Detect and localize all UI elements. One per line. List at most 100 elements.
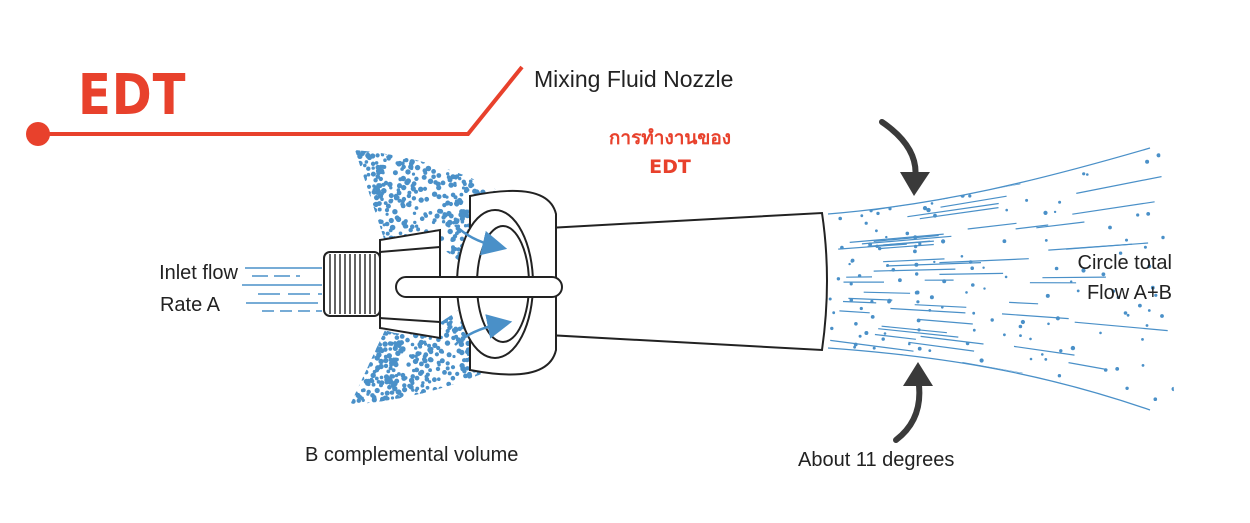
fluid-dot xyxy=(537,374,542,379)
fluid-dot xyxy=(359,182,363,187)
fluid-dot xyxy=(527,167,531,171)
spray-droplet xyxy=(972,311,976,315)
fluid-dot xyxy=(444,332,450,338)
fluid-dot xyxy=(343,361,347,365)
fluid-dot xyxy=(353,380,357,384)
fluid-dot xyxy=(365,357,370,362)
fluid-dot xyxy=(520,170,526,176)
fluid-dot xyxy=(415,357,419,362)
fluid-dot xyxy=(558,357,560,362)
fluid-dot xyxy=(459,192,464,197)
fluid-dot xyxy=(562,359,567,364)
fluid-dot xyxy=(403,376,408,380)
fluid-dot xyxy=(369,354,374,359)
fluid-dot xyxy=(402,406,407,411)
fluid-dot xyxy=(431,169,436,174)
fluid-dot xyxy=(362,405,365,408)
fluid-dot xyxy=(398,177,403,182)
fluid-dot xyxy=(493,167,498,172)
fluid-dot xyxy=(501,394,506,399)
fluid-dot xyxy=(523,392,528,397)
fluid-dot xyxy=(450,249,456,255)
fluid-dot xyxy=(410,224,415,229)
fluid-dot xyxy=(536,397,542,403)
fluid-dot xyxy=(379,375,384,380)
spray-streak xyxy=(1015,224,1049,230)
fluid-dot xyxy=(350,317,355,322)
spray-droplet xyxy=(930,202,934,205)
fluid-dot xyxy=(349,222,354,227)
spray-streak xyxy=(873,268,956,272)
fluid-dot xyxy=(497,395,503,400)
fluid-dot xyxy=(507,179,512,184)
fluid-dot xyxy=(545,158,550,163)
edt-logo: EDT xyxy=(78,63,187,128)
fluid-dot xyxy=(344,346,348,350)
fluid-dot xyxy=(363,327,367,331)
spray-droplet xyxy=(1078,124,1081,127)
fluid-dot xyxy=(408,200,412,204)
spray-droplet xyxy=(928,349,932,352)
fluid-dot xyxy=(484,394,490,400)
fluid-dot xyxy=(503,407,507,411)
fluid-dot xyxy=(536,380,541,385)
fluid-dot xyxy=(408,403,413,405)
fluid-dot xyxy=(381,188,387,194)
spray-streak xyxy=(861,235,952,245)
fluid-dot xyxy=(350,390,357,396)
fluid-dot xyxy=(515,387,519,392)
fluid-dot xyxy=(562,351,567,356)
fluid-dot xyxy=(383,201,388,206)
fluid-dot xyxy=(400,152,405,157)
fluid-dot xyxy=(487,157,492,162)
fluid-dot xyxy=(456,247,461,252)
spray-droplet xyxy=(941,239,946,244)
spray-droplet xyxy=(1003,333,1006,337)
fluid-dot xyxy=(390,396,395,400)
fluid-dot xyxy=(475,376,481,381)
b-inflow-arrows xyxy=(454,224,513,346)
fluid-dot xyxy=(367,343,373,349)
spray-droplet xyxy=(933,213,937,218)
fluid-dot xyxy=(465,366,470,371)
fluid-dot xyxy=(360,151,365,156)
fluid-dot xyxy=(533,157,538,161)
fluid-dot xyxy=(499,383,503,387)
fluid-dot xyxy=(454,202,460,207)
spray-droplet xyxy=(1045,293,1050,298)
fluid-dot xyxy=(470,406,474,410)
fluid-dot xyxy=(463,164,467,169)
fluid-dot xyxy=(554,379,560,385)
fluid-dot xyxy=(488,163,493,168)
fluid-dot xyxy=(438,402,442,405)
fluid-dot xyxy=(380,164,385,169)
fluid-dot xyxy=(519,407,524,412)
fluid-dot xyxy=(350,318,351,323)
fluid-dot xyxy=(454,152,459,157)
fluid-dot xyxy=(395,216,402,222)
fluid-dot xyxy=(457,155,463,161)
fluid-dot xyxy=(360,337,365,342)
spray-streak xyxy=(1072,201,1155,215)
fluid-dot xyxy=(507,381,513,386)
spray-droplet xyxy=(850,259,854,263)
spray-droplet xyxy=(832,311,836,315)
fluid-dot xyxy=(349,199,353,203)
fluid-dot xyxy=(355,155,356,159)
fluid-dot xyxy=(511,172,516,177)
fluid-dot xyxy=(456,164,462,170)
spray-droplet xyxy=(1058,200,1062,204)
spray-streak xyxy=(1023,122,1109,148)
fluid-dot xyxy=(551,364,558,370)
fluid-dot xyxy=(459,363,465,369)
fluid-dot xyxy=(392,170,398,176)
fluid-dot xyxy=(503,184,509,189)
fluid-dot xyxy=(374,368,380,373)
fluid-dot xyxy=(367,212,372,216)
spray-streak xyxy=(932,362,990,374)
fluid-dot xyxy=(545,163,550,168)
fluid-dot xyxy=(350,367,354,373)
fluid-dot xyxy=(472,164,478,169)
fluid-dot xyxy=(452,354,456,359)
fluid-dot xyxy=(422,186,428,191)
